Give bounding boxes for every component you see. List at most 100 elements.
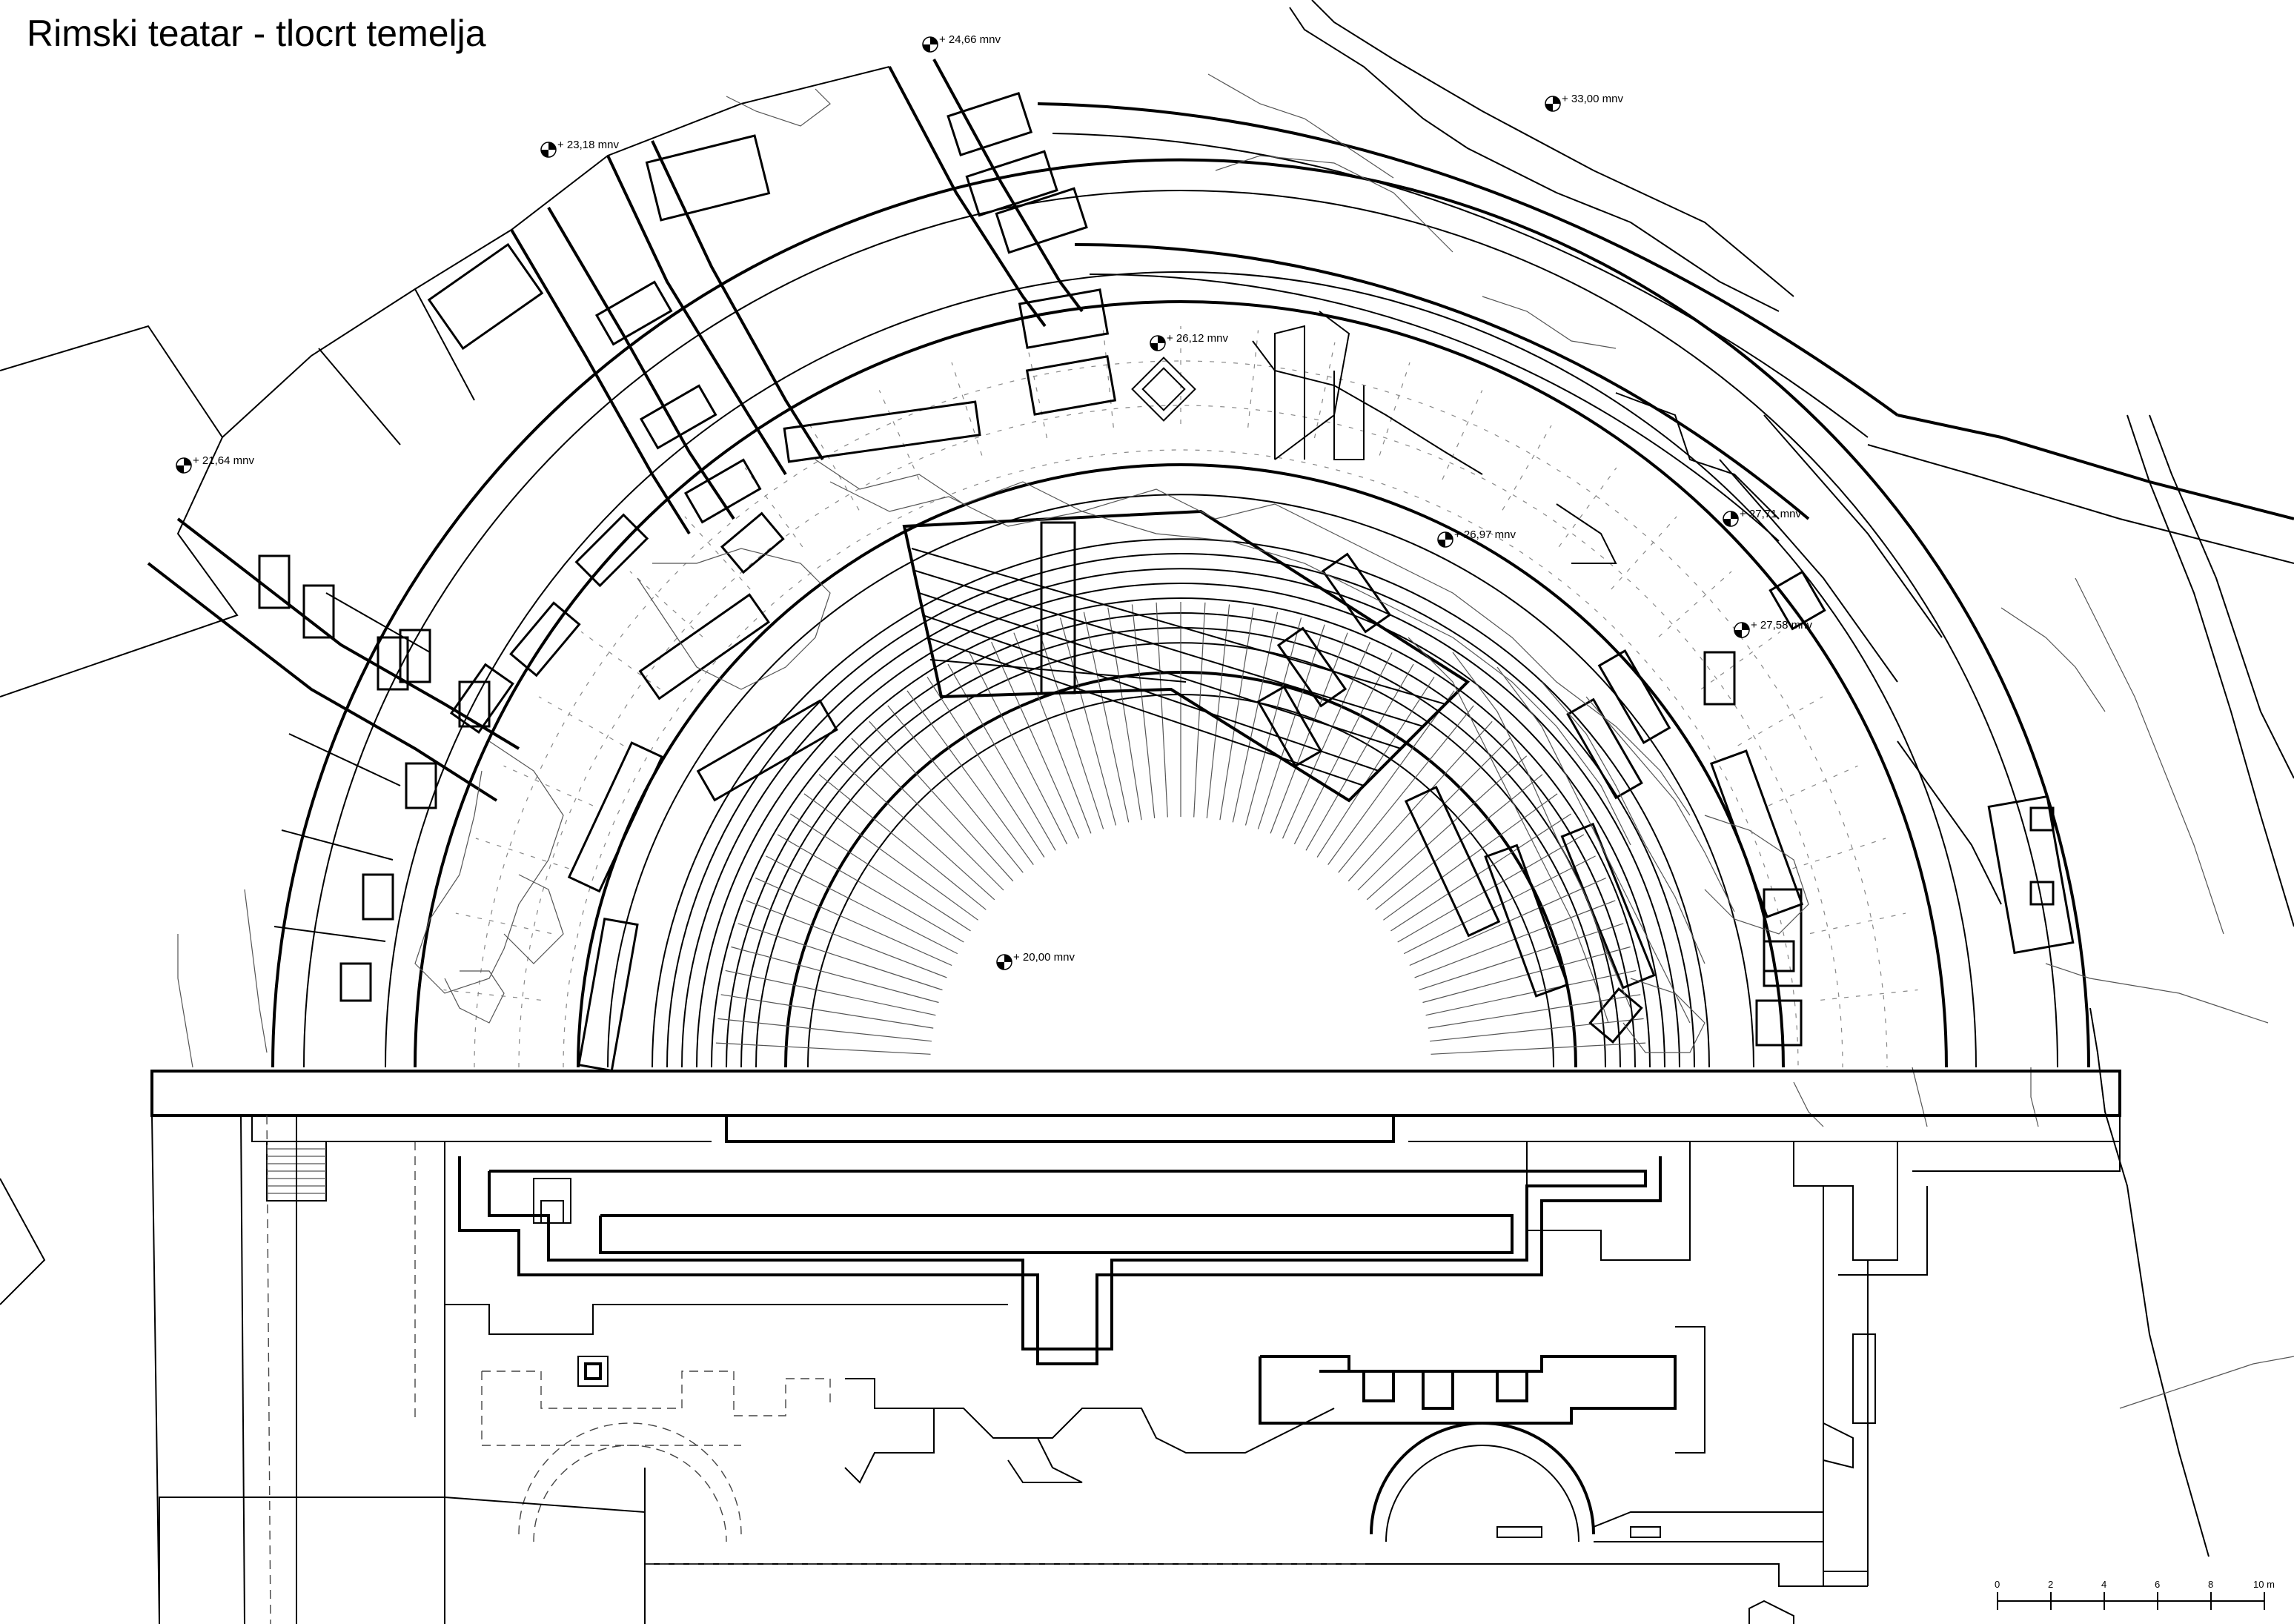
seating-division-line — [1409, 878, 1606, 967]
seating-division-line — [1083, 612, 1130, 823]
left-arch — [518, 1422, 742, 1535]
corridor-arc-2 — [414, 300, 1948, 1068]
elevation-marker: + 23,18 mnv — [540, 139, 619, 158]
outer-division-line — [1658, 571, 1732, 637]
seating-division-line — [803, 793, 978, 921]
seating-division-line — [1107, 607, 1142, 821]
seating-division-line — [851, 738, 1004, 891]
outer-division-line — [878, 390, 920, 480]
seating-division-line — [746, 900, 947, 978]
outer-wall-arc — [271, 158, 2090, 1068]
outer-division-line — [1820, 989, 1918, 1001]
seating-division-line — [1431, 1042, 1646, 1055]
seating-division-line — [755, 878, 952, 967]
outer-wall-arc-inner — [303, 190, 2058, 1068]
seating-division-line — [1366, 755, 1528, 901]
seating-radials — [443, 326, 1918, 1055]
outer-division-line — [1558, 467, 1617, 548]
seating-division-line — [1403, 855, 1596, 955]
seating-division-line — [1422, 946, 1631, 1004]
outer-division-line — [538, 696, 624, 746]
stage-structures — [150, 1070, 2121, 1624]
seating-division-line — [1244, 617, 1302, 826]
seating-division-line — [1282, 642, 1370, 839]
elevation-label: + 21,64 mnv — [193, 454, 254, 467]
left-structures — [0, 66, 890, 1305]
seating-division-line — [1316, 676, 1435, 858]
elevation-marker: + 27,58 mnv — [1734, 619, 1812, 638]
scale-tick-label: 10 m — [2253, 1579, 2275, 1590]
scale-tick-label: 2 — [2048, 1579, 2053, 1590]
lower-ruins — [159, 1326, 1876, 1624]
seating-division-line — [1430, 1018, 1644, 1042]
outer-division-line — [684, 516, 751, 590]
seating-division-line — [766, 855, 958, 955]
elevation-marker: + 20,00 mnv — [996, 951, 1075, 970]
seating-division-line — [1305, 663, 1414, 851]
outer-division-line — [580, 631, 661, 690]
seating-division-line — [1327, 690, 1455, 865]
seating-division-line — [1156, 602, 1168, 818]
elevation-marker: + 21,64 mnv — [176, 454, 254, 474]
seating-division-line — [789, 813, 971, 932]
seating-division-line — [1425, 970, 1637, 1016]
seating-division-line — [1383, 793, 1558, 921]
upper-right-structures — [1037, 0, 2294, 1557]
seating-division-line — [818, 774, 987, 910]
seating-division-line — [869, 720, 1014, 882]
outer-division-line — [1792, 838, 1886, 869]
elevation-markers: + 24,66 mnv + 33,00 mnv + 23,18 mnv + 26… — [176, 33, 1812, 970]
scale-bar: 0 2 4 6 8 10 m — [1995, 1579, 2275, 1610]
elevation-marker: + 33,00 mnv — [1545, 93, 1623, 112]
seating-division-line — [1390, 813, 1572, 932]
outer-division-line — [1700, 631, 1781, 690]
seating-division-line — [725, 970, 936, 1016]
outer-division-line — [1809, 912, 1906, 935]
seating-division-line — [1357, 738, 1511, 891]
seating-division-line — [1013, 632, 1092, 834]
outer-division-line — [809, 425, 860, 511]
foundation-pads — [258, 91, 2075, 1073]
seating-division-line — [1347, 720, 1493, 882]
seating-division-line — [1293, 652, 1393, 845]
elevation-marker: + 26,12 mnv — [1150, 332, 1228, 351]
seating-division-line — [1206, 604, 1230, 818]
seating-division-line — [926, 676, 1045, 858]
elevation-label: + 26,12 mnv — [1167, 332, 1228, 345]
seating-division-line — [1375, 774, 1543, 910]
seating-division-line — [1338, 705, 1474, 873]
seating-division-line — [991, 642, 1080, 839]
seating-division-line — [1270, 632, 1348, 834]
outer-division-line — [629, 571, 703, 637]
outer-division-line — [475, 838, 569, 869]
elevation-label: + 23,18 mnv — [557, 139, 619, 151]
seating-division-line — [887, 705, 1024, 873]
outer-division-line — [1502, 425, 1552, 511]
seating-division-line — [1059, 617, 1117, 826]
outer-division-line — [1611, 516, 1677, 590]
radial-corridors — [147, 59, 2002, 905]
outer-division-line — [1102, 330, 1114, 428]
scale-tick-label: 6 — [2155, 1579, 2160, 1590]
seating-division-line — [720, 994, 934, 1029]
seating-division-line — [834, 755, 995, 901]
elevation-marker: + 26,97 mnv — [1437, 528, 1516, 548]
seating-division-line — [969, 652, 1068, 845]
outer-division-line — [455, 912, 552, 935]
elevation-label: + 27,58 mnv — [1751, 619, 1812, 632]
right-arch — [1370, 1422, 1595, 1535]
outer-division-line — [1442, 390, 1483, 480]
outer-division-line — [443, 989, 541, 1001]
elevation-marker: + 27,71 mnv — [1723, 508, 1801, 527]
elevation-label: + 20,00 mnv — [1013, 951, 1075, 964]
outer-division-line — [1768, 765, 1858, 806]
elevation-label: + 26,97 mnv — [1454, 528, 1516, 541]
seating-division-line — [715, 1042, 931, 1055]
seating-division-line — [731, 946, 939, 1004]
seating-division-line — [1397, 834, 1585, 943]
plan-title: Rimski teatar - tlocrt temelja — [27, 13, 486, 54]
elevation-label: + 33,00 mnv — [1562, 93, 1623, 105]
seating-division-line — [1428, 994, 1641, 1029]
scale-tick-label: 4 — [2101, 1579, 2106, 1590]
